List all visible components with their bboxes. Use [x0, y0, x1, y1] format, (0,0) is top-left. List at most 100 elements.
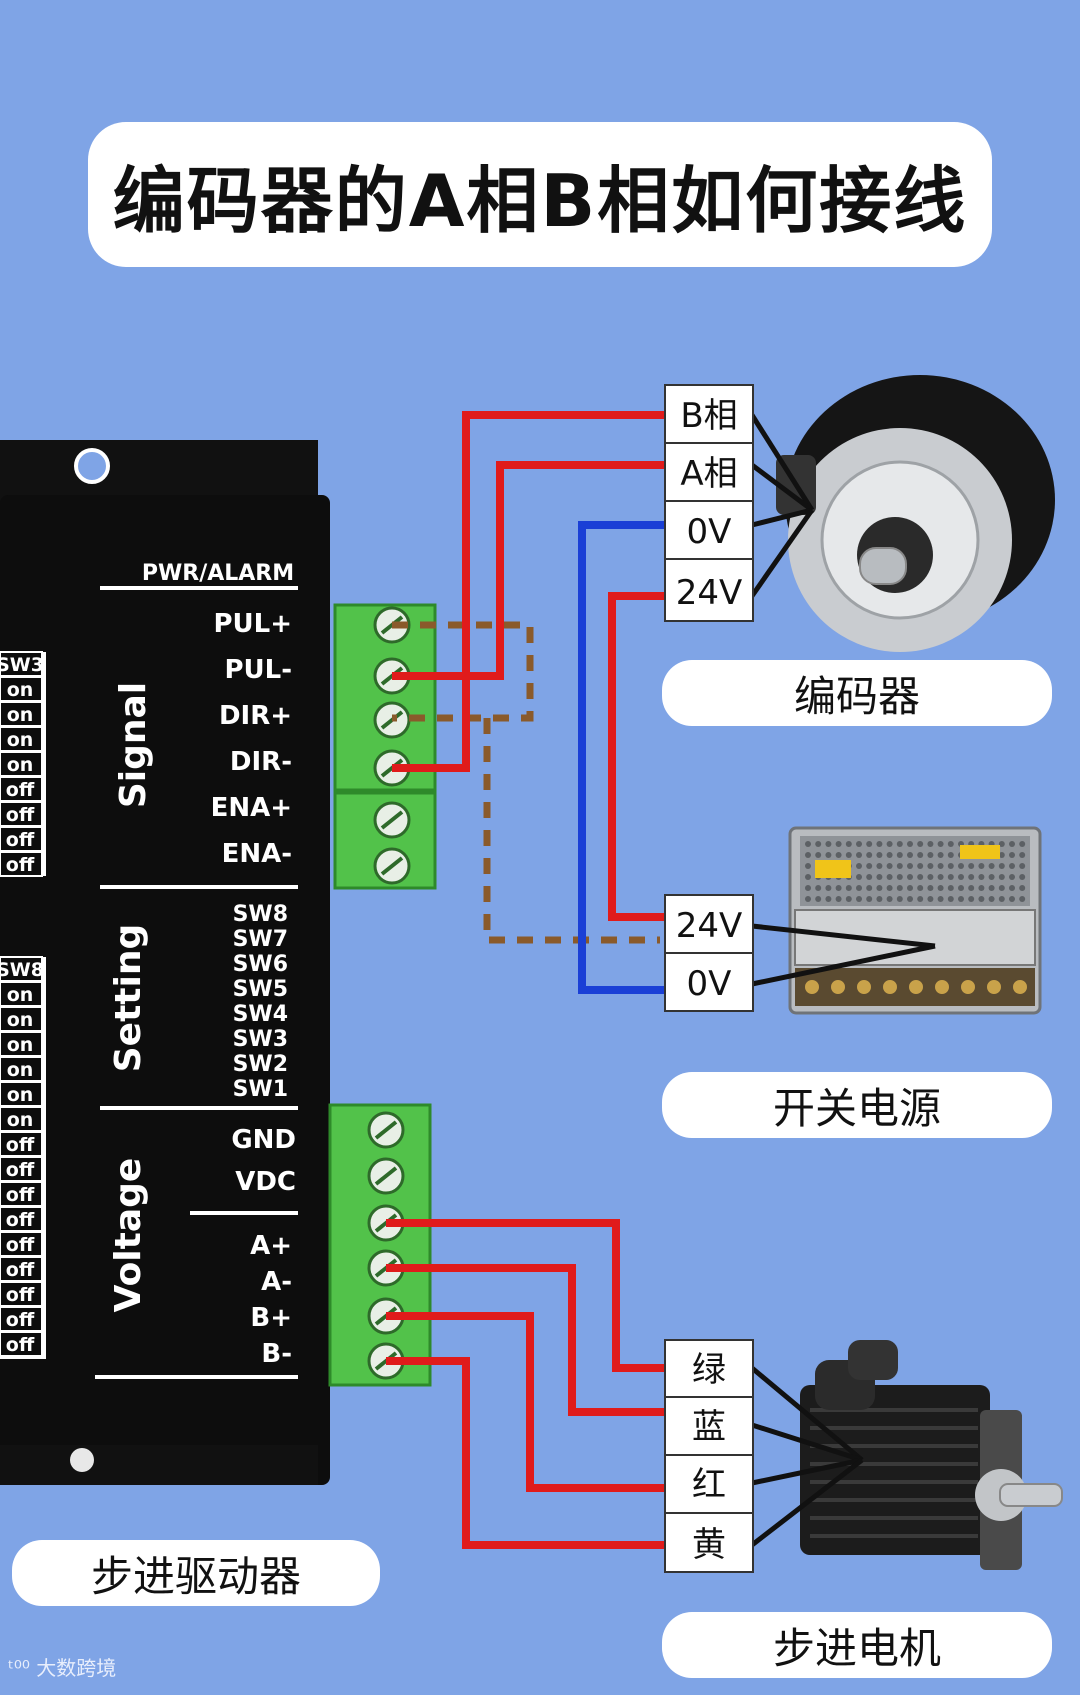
psu-vent-hole: [998, 885, 1005, 891]
psu-vent-hole: [937, 885, 944, 891]
psu-vent-hole: [958, 874, 964, 880]
dip-table-header-cell: [0, 956, 43, 982]
psu-vent-hole: [845, 841, 852, 847]
pin-label-sw8: SW8: [233, 902, 288, 927]
psu-vent-hole: [876, 896, 883, 902]
dip-table-value: on: [7, 1009, 34, 1031]
psu-vent-hole: [805, 885, 811, 891]
psu-vent-hole: [896, 863, 903, 869]
psu-vent-hole: [958, 896, 964, 902]
psu-vent-hole: [1019, 841, 1026, 847]
psu-vent-hole: [815, 896, 822, 902]
psu-terminal-screw-icon: [959, 978, 977, 996]
psu-vent-hole: [886, 874, 893, 880]
psu-vent-hole: [917, 874, 924, 880]
wire-red-a-plus-green: [386, 1219, 665, 1372]
psu-vent-hole: [947, 896, 954, 902]
pwr-alarm-label: PWR/ALARM: [142, 561, 294, 586]
motor-terminal-block: 绿 蓝 红 黄: [664, 1339, 754, 1573]
pin-label-sw7: SW7: [233, 927, 288, 952]
watermark: ᵗ⁰⁰ 大数跨境: [8, 1652, 116, 1681]
psu-terminal-screw-icon: [985, 978, 1003, 996]
lead-line: [751, 1422, 863, 1463]
driver-body: [0, 495, 330, 1485]
dip-table-value: on: [7, 1084, 34, 1106]
psu-vent-hole: [815, 885, 822, 891]
psu-vent-hole: [998, 896, 1005, 902]
psu-vent-hole: [937, 852, 944, 858]
pin-label-sw4: SW4: [233, 1002, 288, 1027]
psu-vent-hole: [856, 885, 862, 891]
psu-vent-hole: [845, 852, 852, 858]
dip-table-value: on: [7, 984, 34, 1006]
dip-table-cell: [0, 1331, 43, 1357]
dip-table-header-cell: [0, 651, 43, 677]
psu-vent-hole: [866, 841, 873, 847]
psu-terminal-screw-icon: [803, 978, 821, 996]
psu-vent-hole: [856, 852, 862, 858]
psu-vent-hole: [978, 863, 985, 869]
psu-vent-hole: [896, 874, 903, 880]
encoder-device: [776, 375, 1055, 652]
encoder-label: 编码器: [662, 660, 1052, 726]
psu-vent-hole: [998, 863, 1005, 869]
encoder-terminal-frame: [664, 384, 754, 622]
psu-label: 开关电源: [662, 1072, 1052, 1138]
psu-vent-hole: [907, 874, 913, 880]
psu-vent-hole: [886, 885, 893, 891]
wire-dashed-to-psu: [483, 718, 660, 944]
psu-vent-hole: [886, 896, 893, 902]
psu-vent-hole: [856, 863, 862, 869]
psu-vent-hole: [958, 885, 964, 891]
psu-vent-hole: [1009, 841, 1015, 847]
psu-vent-hole: [845, 896, 852, 902]
wire-blue-0v: [578, 521, 665, 994]
pin-label-gnd: GND: [231, 1125, 296, 1155]
dip-table-value: off: [6, 779, 35, 801]
lead-line: [751, 923, 936, 949]
wire-red-b-plus-red: [386, 1312, 665, 1492]
dip-table-cell: [0, 1056, 43, 1082]
psu-vent-hole: [1009, 874, 1015, 880]
psu-vent-hole: [907, 852, 913, 858]
psu-vent-hole: [825, 885, 832, 891]
section-setting-label: Setting: [108, 924, 149, 1073]
encoder-terminal-a-phase: A相: [680, 454, 737, 494]
dip-table-value: off: [6, 854, 35, 876]
pin-label-pul-minus: PUL-: [224, 655, 292, 685]
psu-vent-hole: [1009, 885, 1015, 891]
psu-terminal-screw-icon: [881, 978, 899, 996]
psu-vent-hole: [835, 885, 842, 891]
mount-hole-icon: [74, 448, 110, 484]
psu-terminal-24v: 24V: [676, 906, 743, 946]
psu-vent-hole: [947, 863, 954, 869]
psu-vent-hole: [927, 841, 934, 847]
pin-label-sw3: SW3: [233, 1027, 288, 1052]
dip-table-cell: [0, 1131, 43, 1157]
wire-dashed-pul-dir: [392, 621, 534, 722]
power-terminal-block: [328, 1103, 432, 1387]
encoder-terminal-b-phase: B相: [680, 396, 737, 436]
lead-line: [749, 508, 815, 598]
section-voltage-label: Voltage: [108, 1158, 149, 1313]
psu-vent-hole: [896, 852, 903, 858]
psu-vent-hole: [927, 896, 934, 902]
driver-label: 步进驱动器: [12, 1540, 380, 1606]
pin-label-a-minus: A-: [261, 1267, 292, 1297]
psu-vent-hole: [978, 885, 985, 891]
psu-vent-hole: [876, 885, 883, 891]
pin-label-sw6: SW6: [233, 952, 288, 977]
dip-table-value: off: [6, 1284, 35, 1306]
lead-line: [751, 1457, 863, 1486]
pin-label-a-plus: A+: [250, 1231, 292, 1261]
psu-vent-hole: [988, 885, 995, 891]
psu-leads: [751, 923, 936, 987]
dip-table-cell: [0, 776, 43, 802]
dip-table-value: off: [6, 1159, 35, 1181]
encoder-leads: [749, 413, 815, 598]
motor-leads: [750, 1366, 864, 1547]
watermark-text: 大数跨境: [36, 1656, 117, 1680]
psu-vent-hole: [937, 863, 944, 869]
dip-table-cell: [0, 751, 43, 777]
psu-vent-hole: [998, 852, 1005, 858]
